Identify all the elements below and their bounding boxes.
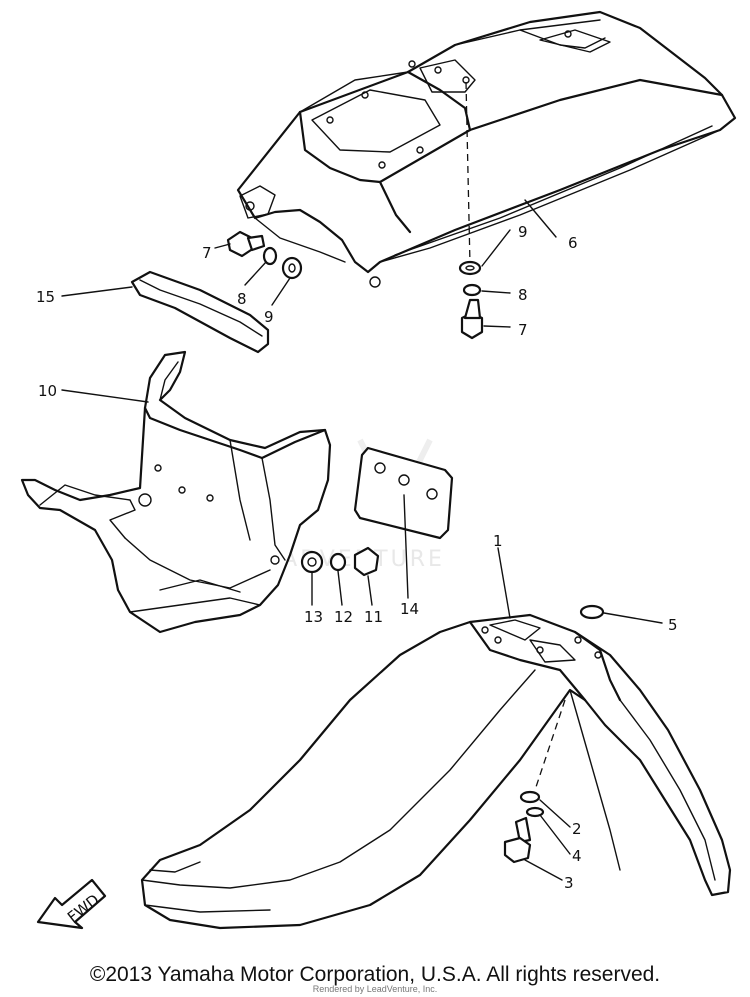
leader-lines [61,199,663,881]
bolt-7-right [460,298,484,340]
label-part-6: 6 [568,234,578,252]
label-part-9-right: 9 [518,223,528,241]
label-part-14: 14 [400,600,419,618]
front-fender-1 [140,613,732,930]
label-part-4: 4 [572,847,582,865]
part-labels: 1 2 3 4 5 6 7 8 9 7 8 9 10 11 12 13 14 1… [36,223,678,892]
fwd-arrow-icon: FWD [36,878,107,930]
washer-13 [300,550,324,574]
label-part-5: 5 [668,616,678,634]
washer-9-right [458,260,482,276]
label-part-12: 12 [334,608,353,626]
plate-14 [353,446,454,540]
label-part-3: 3 [564,874,574,892]
label-part-7-right: 7 [518,321,528,339]
rear-fender [236,10,737,288]
washer-9-left [281,256,303,280]
label-part-7-left: 7 [202,244,212,262]
label-part-15: 15 [36,288,55,306]
bolt-3 [503,816,532,864]
bolt-7-left [226,230,266,258]
pad-15 [130,270,270,354]
bolt-11 [353,546,380,577]
label-part-2: 2 [572,820,582,838]
washer-2 [519,790,541,804]
label-part-11: 11 [364,608,383,626]
label-part-1: 1 [493,532,503,550]
label-part-8-right: 8 [518,286,528,304]
lock-washer-8-right [462,283,482,297]
label-part-9-left: 9 [264,308,274,326]
lock-washer-8-left [262,246,278,266]
label-part-10: 10 [38,382,57,400]
label-part-8-left: 8 [237,290,247,308]
label-part-13: 13 [304,608,323,626]
rendered-by-note: Rendered by LeadVenture, Inc. [312,984,438,994]
lock-washer-12 [329,552,347,572]
lock-washer-4 [525,806,545,818]
washer-5 [579,604,605,620]
copyright-notice: ©2013 Yamaha Motor Corporation, U.S.A. A… [89,963,661,986]
inner-fender-10 [20,350,332,634]
